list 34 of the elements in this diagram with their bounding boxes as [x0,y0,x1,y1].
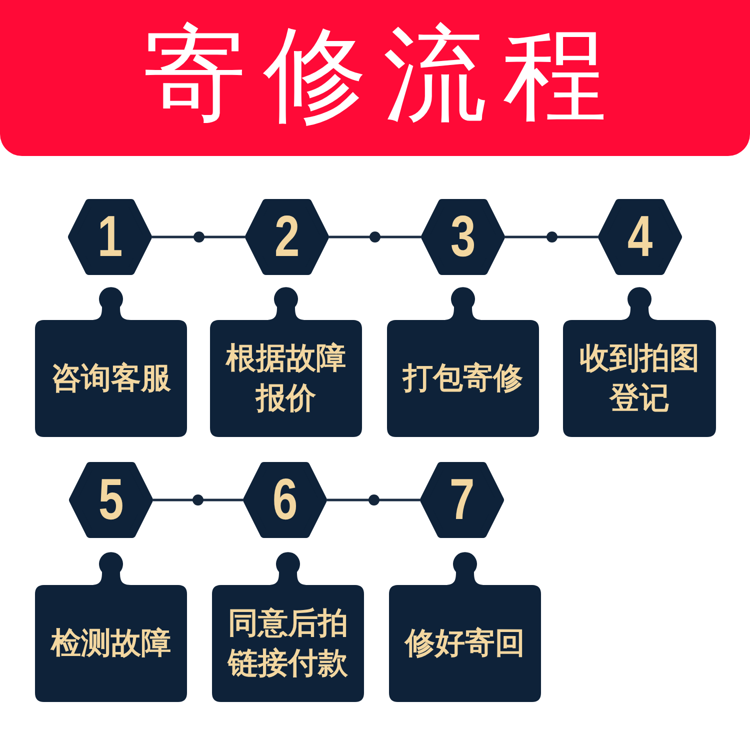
number-hexagon [68,199,152,275]
step-card [35,550,187,702]
step-card [35,285,187,437]
step-text: 打包寄修 [403,360,523,398]
step-text: 检测故障 [51,624,171,662]
step-number: 6 [272,471,298,529]
title: 寄修流程 [142,12,623,136]
step-number: 5 [98,471,124,529]
connector-line [153,498,243,502]
step-card [212,550,364,702]
step-text: 同意后拍链接付款 [226,604,349,682]
step-text: 收到拍图登记 [578,340,700,418]
step-number: 1 [97,208,123,266]
step-card [563,285,716,437]
step-card [387,285,539,437]
step-text: 根据故障报价 [224,340,347,418]
step-text: 修好寄回 [405,624,525,662]
number-hexagon [245,199,329,275]
step-number: 2 [274,208,300,266]
step-text: 咨询客服 [51,360,171,398]
step-card [389,550,541,702]
number-hexagon [420,462,504,538]
step-number: 3 [450,208,476,266]
number-hexagon [69,462,153,538]
number-hexagon [421,199,505,275]
connector-line [152,236,245,238]
connector-line [327,498,420,502]
number-hexagon [243,462,327,538]
step-number: 7 [449,471,475,529]
step-number: 4 [627,208,653,266]
connector-line [505,236,598,238]
number-hexagon [598,199,682,275]
connector-line [329,236,421,238]
step-card [210,285,362,437]
